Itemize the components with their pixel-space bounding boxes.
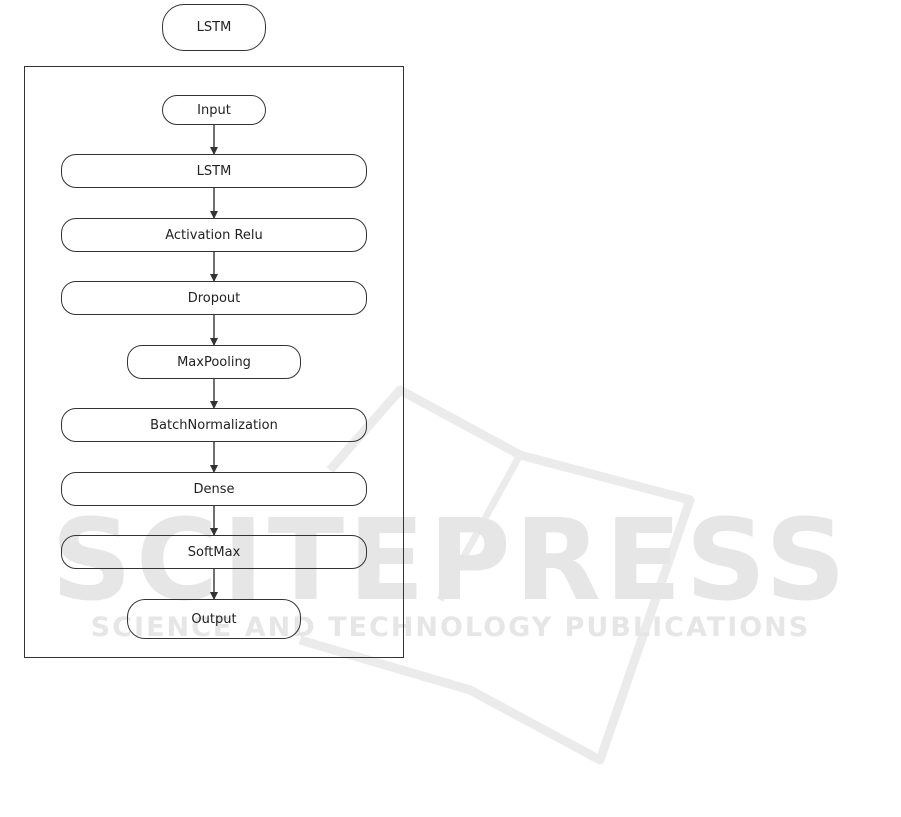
- node-batchnormalization-label: BatchNormalization: [150, 418, 278, 433]
- node-softmax-label: SoftMax: [188, 545, 241, 560]
- node-softmax: SoftMax: [61, 535, 367, 569]
- node-dense-label: Dense: [193, 482, 234, 497]
- node-input: Input: [162, 95, 266, 125]
- diagram-title-node: LSTM: [162, 4, 266, 51]
- node-dropout: Dropout: [61, 281, 367, 315]
- node-dropout-label: Dropout: [188, 291, 241, 306]
- diagram-title-label: LSTM: [197, 20, 232, 35]
- node-activation-relu: Activation Relu: [61, 218, 367, 252]
- node-dense: Dense: [61, 472, 367, 506]
- node-lstm-label: LSTM: [197, 164, 232, 179]
- node-output: Output: [127, 599, 301, 639]
- node-maxpooling: MaxPooling: [127, 345, 301, 379]
- node-input-label: Input: [197, 103, 231, 118]
- node-output-label: Output: [191, 612, 236, 627]
- node-batchnormalization: BatchNormalization: [61, 408, 367, 442]
- node-maxpooling-label: MaxPooling: [177, 355, 251, 370]
- node-lstm: LSTM: [61, 154, 367, 188]
- node-activation-relu-label: Activation Relu: [165, 228, 263, 243]
